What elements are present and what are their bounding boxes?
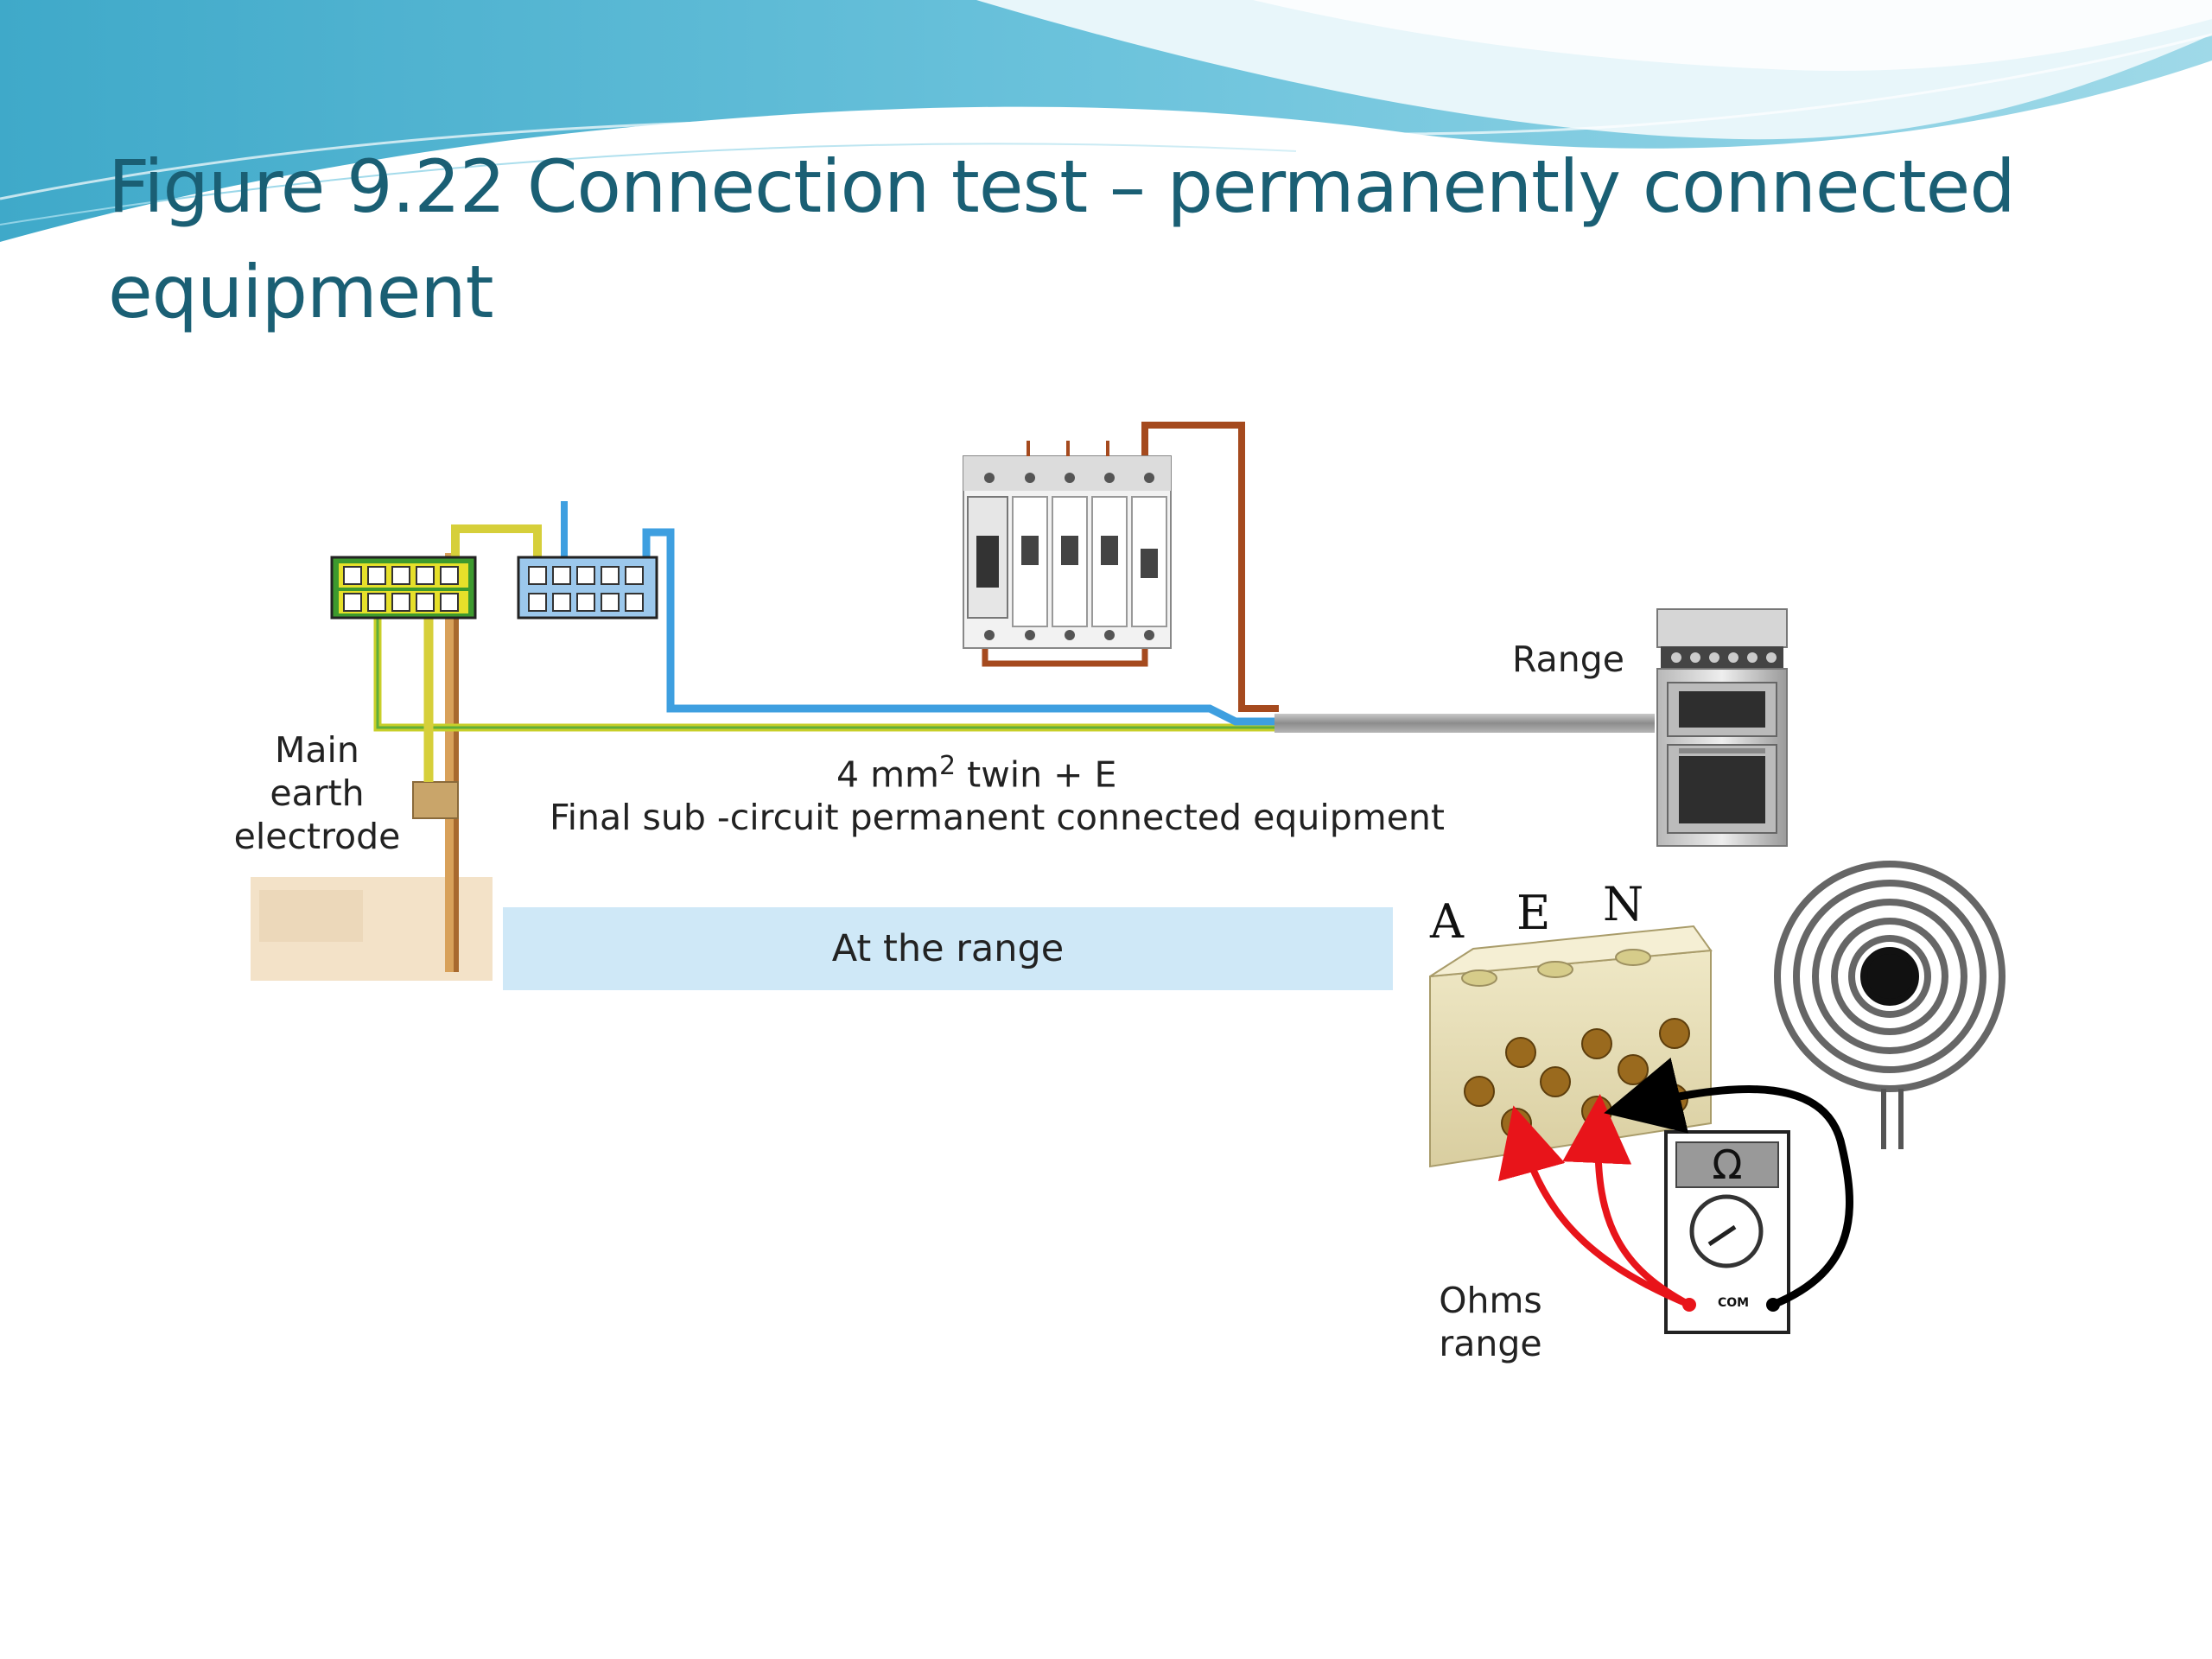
slide-title: Figure 9.22 Connection test – permanentl…: [108, 144, 2016, 334]
circuit-description-label: Final sub -circuit permanent connected e…: [550, 797, 1445, 838]
meter-com-label: COM: [1718, 1296, 1750, 1310]
meter-ohm-symbol: Ω: [1712, 1141, 1743, 1188]
range-cooker-icon: [1656, 608, 1788, 847]
earth-terminal-bar-icon: [330, 556, 477, 620]
at-the-range-banner: At the range: [503, 907, 1393, 990]
twin-and-earth-cable: [1274, 714, 1655, 733]
red-test-lead-to-a: [1498, 1105, 1691, 1308]
ohms-range-label: Ohms range: [1439, 1280, 1542, 1364]
multimeter-icon: [1664, 1130, 1790, 1334]
cable-size-label: 4 mm2 twin + E: [836, 751, 1117, 796]
cooker-ring-element-icon: [1774, 861, 2005, 1149]
terminal-a-label: A: [1430, 894, 1464, 949]
terminal-n-label: N: [1603, 877, 1644, 931]
earth-electrode-icon: [251, 553, 493, 981]
range-label: Range: [1512, 639, 1624, 680]
consumer-unit-icon: [963, 441, 1172, 649]
red-test-lead-to-e: [1562, 1094, 1691, 1308]
black-test-lead-to-n: [1604, 1057, 1853, 1309]
header-wave-decoration: [0, 0, 2212, 242]
at-the-range-label: At the range: [831, 927, 1065, 970]
main-earth-label: Main earth electrode: [233, 729, 401, 857]
terminal-e-label: E: [1516, 886, 1551, 940]
neutral-terminal-bar-icon: [517, 556, 658, 620]
